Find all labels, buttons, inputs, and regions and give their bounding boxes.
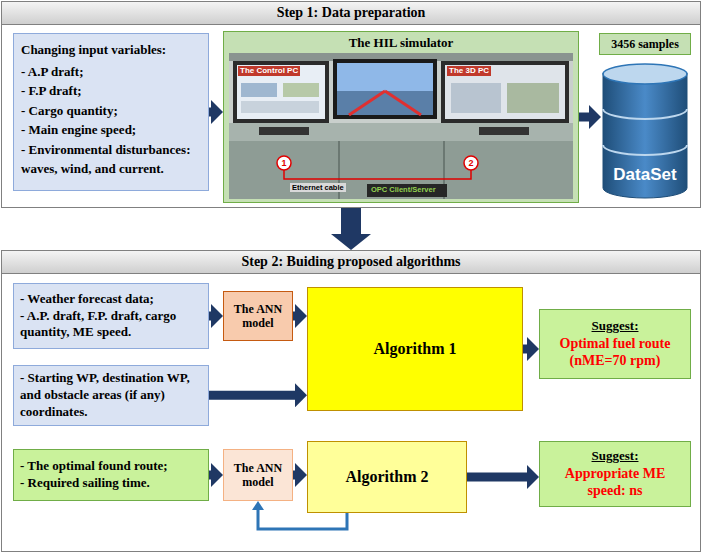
flow-arrow [523,345,527,354]
box-text: - Starting WP, destination WP, and obsta… [20,370,202,421]
flow-arrow [579,113,589,122]
flow-arrow [209,312,211,321]
box-text: Changing input variables: [21,40,201,60]
cylinder-body [603,73,687,198]
box-text: Suggest: [546,318,684,334]
box-text: 3456 samples [603,37,687,51]
step-panel: Step 2: Buiding proposed algorithms - Wea… [1,250,701,552]
box-text: - Weather forecast data; [20,291,202,308]
cylinder-band [603,109,687,119]
box-text: The ANN model [227,302,289,331]
box-text: Suggest: [546,448,684,464]
flow-arrow [293,312,295,321]
panel-heading: Step 1: Data preparation [2,2,700,25]
box-text: Algorithm 1 [312,339,518,358]
algorithm-box: Algorithm 2 [307,441,467,513]
flow-arrow [209,391,295,400]
flow-arrow [467,473,527,482]
simulator-photo [229,53,573,199]
box-text: The ANN model [227,461,289,490]
box-text: - The optimal found route; [20,458,202,475]
suggestion-box: Suggest:Optimal fuel route (nME=70 rpm) [539,309,691,379]
algorithm-box: Algorithm 1 [307,287,523,411]
box-text-line: - A.P draft; [21,62,201,82]
ann-model-box: The ANN model [223,449,293,501]
input-box: - Weather forecast data;- A.P. draft, F.… [13,283,209,349]
box-text-line: - F.P draft; [21,81,201,101]
box-text-line: - Required sailing time. [20,475,202,492]
box-text-line: - A.P. draft, F.P. draft, cargo quantity… [20,308,202,342]
box-text-line: Optimal fuel route (nME=70 rpm) [546,335,684,370]
box-text: The HIL simulator [230,35,572,51]
sample-count-box: 3456 samples [599,33,691,55]
box-text-line: - Main engine speed; [21,120,201,140]
input-box: - The optimal found route;- Required sai… [13,449,209,501]
suggestion-box: Suggest:Appropriate ME speed: ns [539,441,691,507]
database-cylinder: DataSet [601,63,689,199]
box-text: DataSet [603,166,687,185]
ann-model-box: The ANN model [223,291,293,341]
flow-arrow [209,471,211,480]
panel-heading: Step 2: Buiding proposed algorithms [2,251,700,274]
input-box: Changing input variables:- A.P draft;- F… [13,33,209,191]
box-text-line: - Cargo quantity; [21,101,201,121]
cylinder-top [603,64,687,84]
box-text-line: Appropriate ME speed: ns [546,465,684,500]
flow-arrow [293,471,295,480]
box-text: Algorithm 2 [312,467,462,486]
step-arrow [341,208,361,234]
flow-arrow [209,108,211,117]
box-text-line: - Environmental disturbances: waves, win… [21,140,201,179]
cylinder-band [603,145,687,155]
input-box: - Starting WP, destination WP, and obsta… [13,365,209,426]
